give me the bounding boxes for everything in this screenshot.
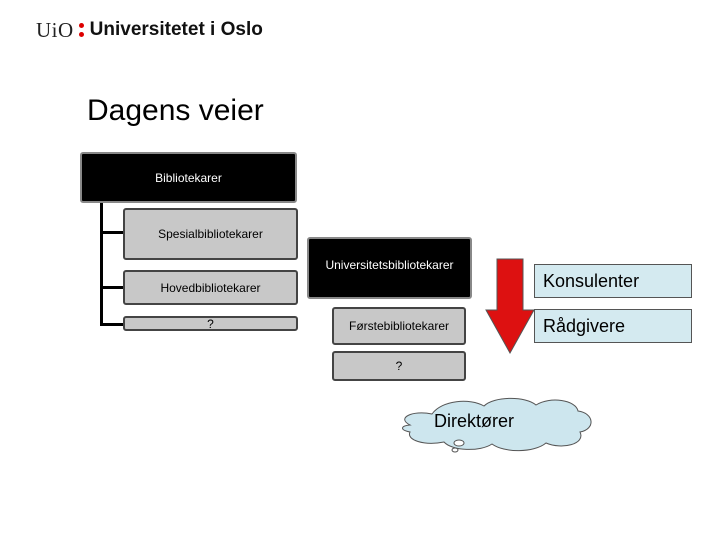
- box-hoved-label: Hovedbibliotekarer: [160, 280, 261, 295]
- box-spesial-label: Spesialbibliotekarer: [158, 227, 263, 241]
- box-universitetsbibliotekarer: Universitetsbibliotekarer: [307, 237, 472, 299]
- box-ukjent-1-label: ?: [207, 316, 214, 331]
- thought-cloud-icon: [402, 397, 592, 453]
- box-bibliotekarer: Bibliotekarer: [80, 152, 297, 203]
- tree-vertical-line: [100, 202, 103, 326]
- box-forste-label: Førstebibliotekarer: [348, 319, 450, 333]
- logo-uio-text: UiO: [36, 17, 74, 42]
- box-forstebibliotekarer: Førstebibliotekarer: [332, 307, 466, 345]
- tree-branch-ukjent: [100, 323, 124, 326]
- tree-branch-hoved: [100, 286, 124, 289]
- box-ukjent-2: ?: [332, 351, 466, 381]
- cloud-direktorer-label: Direktører: [434, 411, 514, 431]
- box-hovedbibliotekarer: Hovedbibliotekarer: [123, 270, 298, 305]
- box-ukjent-1: ?: [123, 316, 298, 331]
- logo-colon-icon: [78, 23, 84, 37]
- tree-branch-spesial: [100, 231, 124, 234]
- box-spesialbibliotekarer: Spesialbibliotekarer: [123, 208, 298, 260]
- raadgivere-label: Rådgivere: [543, 315, 626, 336]
- box-universitets-label: Universitetsbibliotekarer: [325, 258, 454, 272]
- box-konsulenter: Konsulenter: [534, 264, 692, 298]
- box-raadgivere: Rådgivere: [534, 309, 692, 343]
- logo-university-name: Universitetet i Oslo: [89, 19, 263, 40]
- box-ukjent-2-label: ?: [395, 359, 403, 373]
- uio-logo: UiO Universitetet i Oslo: [36, 18, 263, 42]
- box-bibliotekarer-label: Bibliotekarer: [155, 170, 222, 185]
- konsulenter-label: Konsulenter: [543, 270, 640, 291]
- down-arrow-icon: [485, 258, 535, 354]
- slide-title: Dagens veier: [87, 94, 264, 127]
